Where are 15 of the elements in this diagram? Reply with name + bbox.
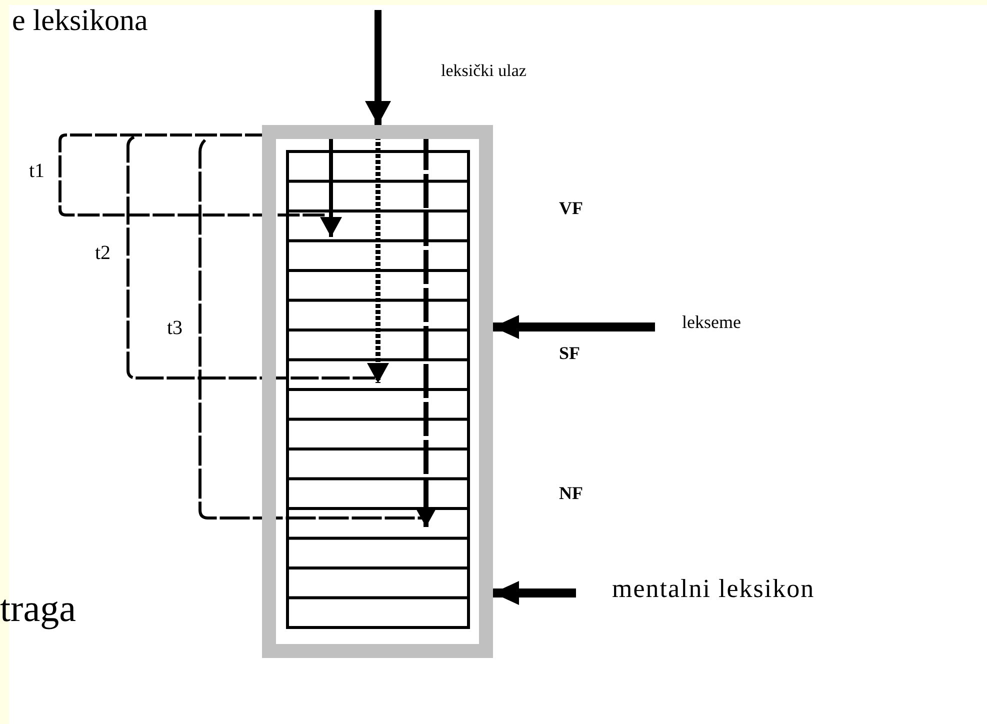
arrow [493, 581, 576, 605]
term-label: lekseme [682, 313, 741, 331]
frequency-label: NF [559, 484, 583, 502]
body-text: traga [0, 590, 76, 628]
frequency-label: SF [559, 344, 580, 362]
time-label: t1 [29, 161, 45, 181]
time-label: t2 [95, 243, 111, 263]
arrow [365, 10, 391, 125]
lexicon-table [262, 125, 493, 658]
time-label: t3 [167, 318, 183, 338]
frequency-label: VF [559, 199, 583, 217]
input-label: leksički ulaz [441, 62, 526, 79]
term-label: mentalni leksikon [612, 576, 815, 602]
arrow [493, 315, 655, 339]
heading-text: e leksikona [12, 6, 148, 36]
